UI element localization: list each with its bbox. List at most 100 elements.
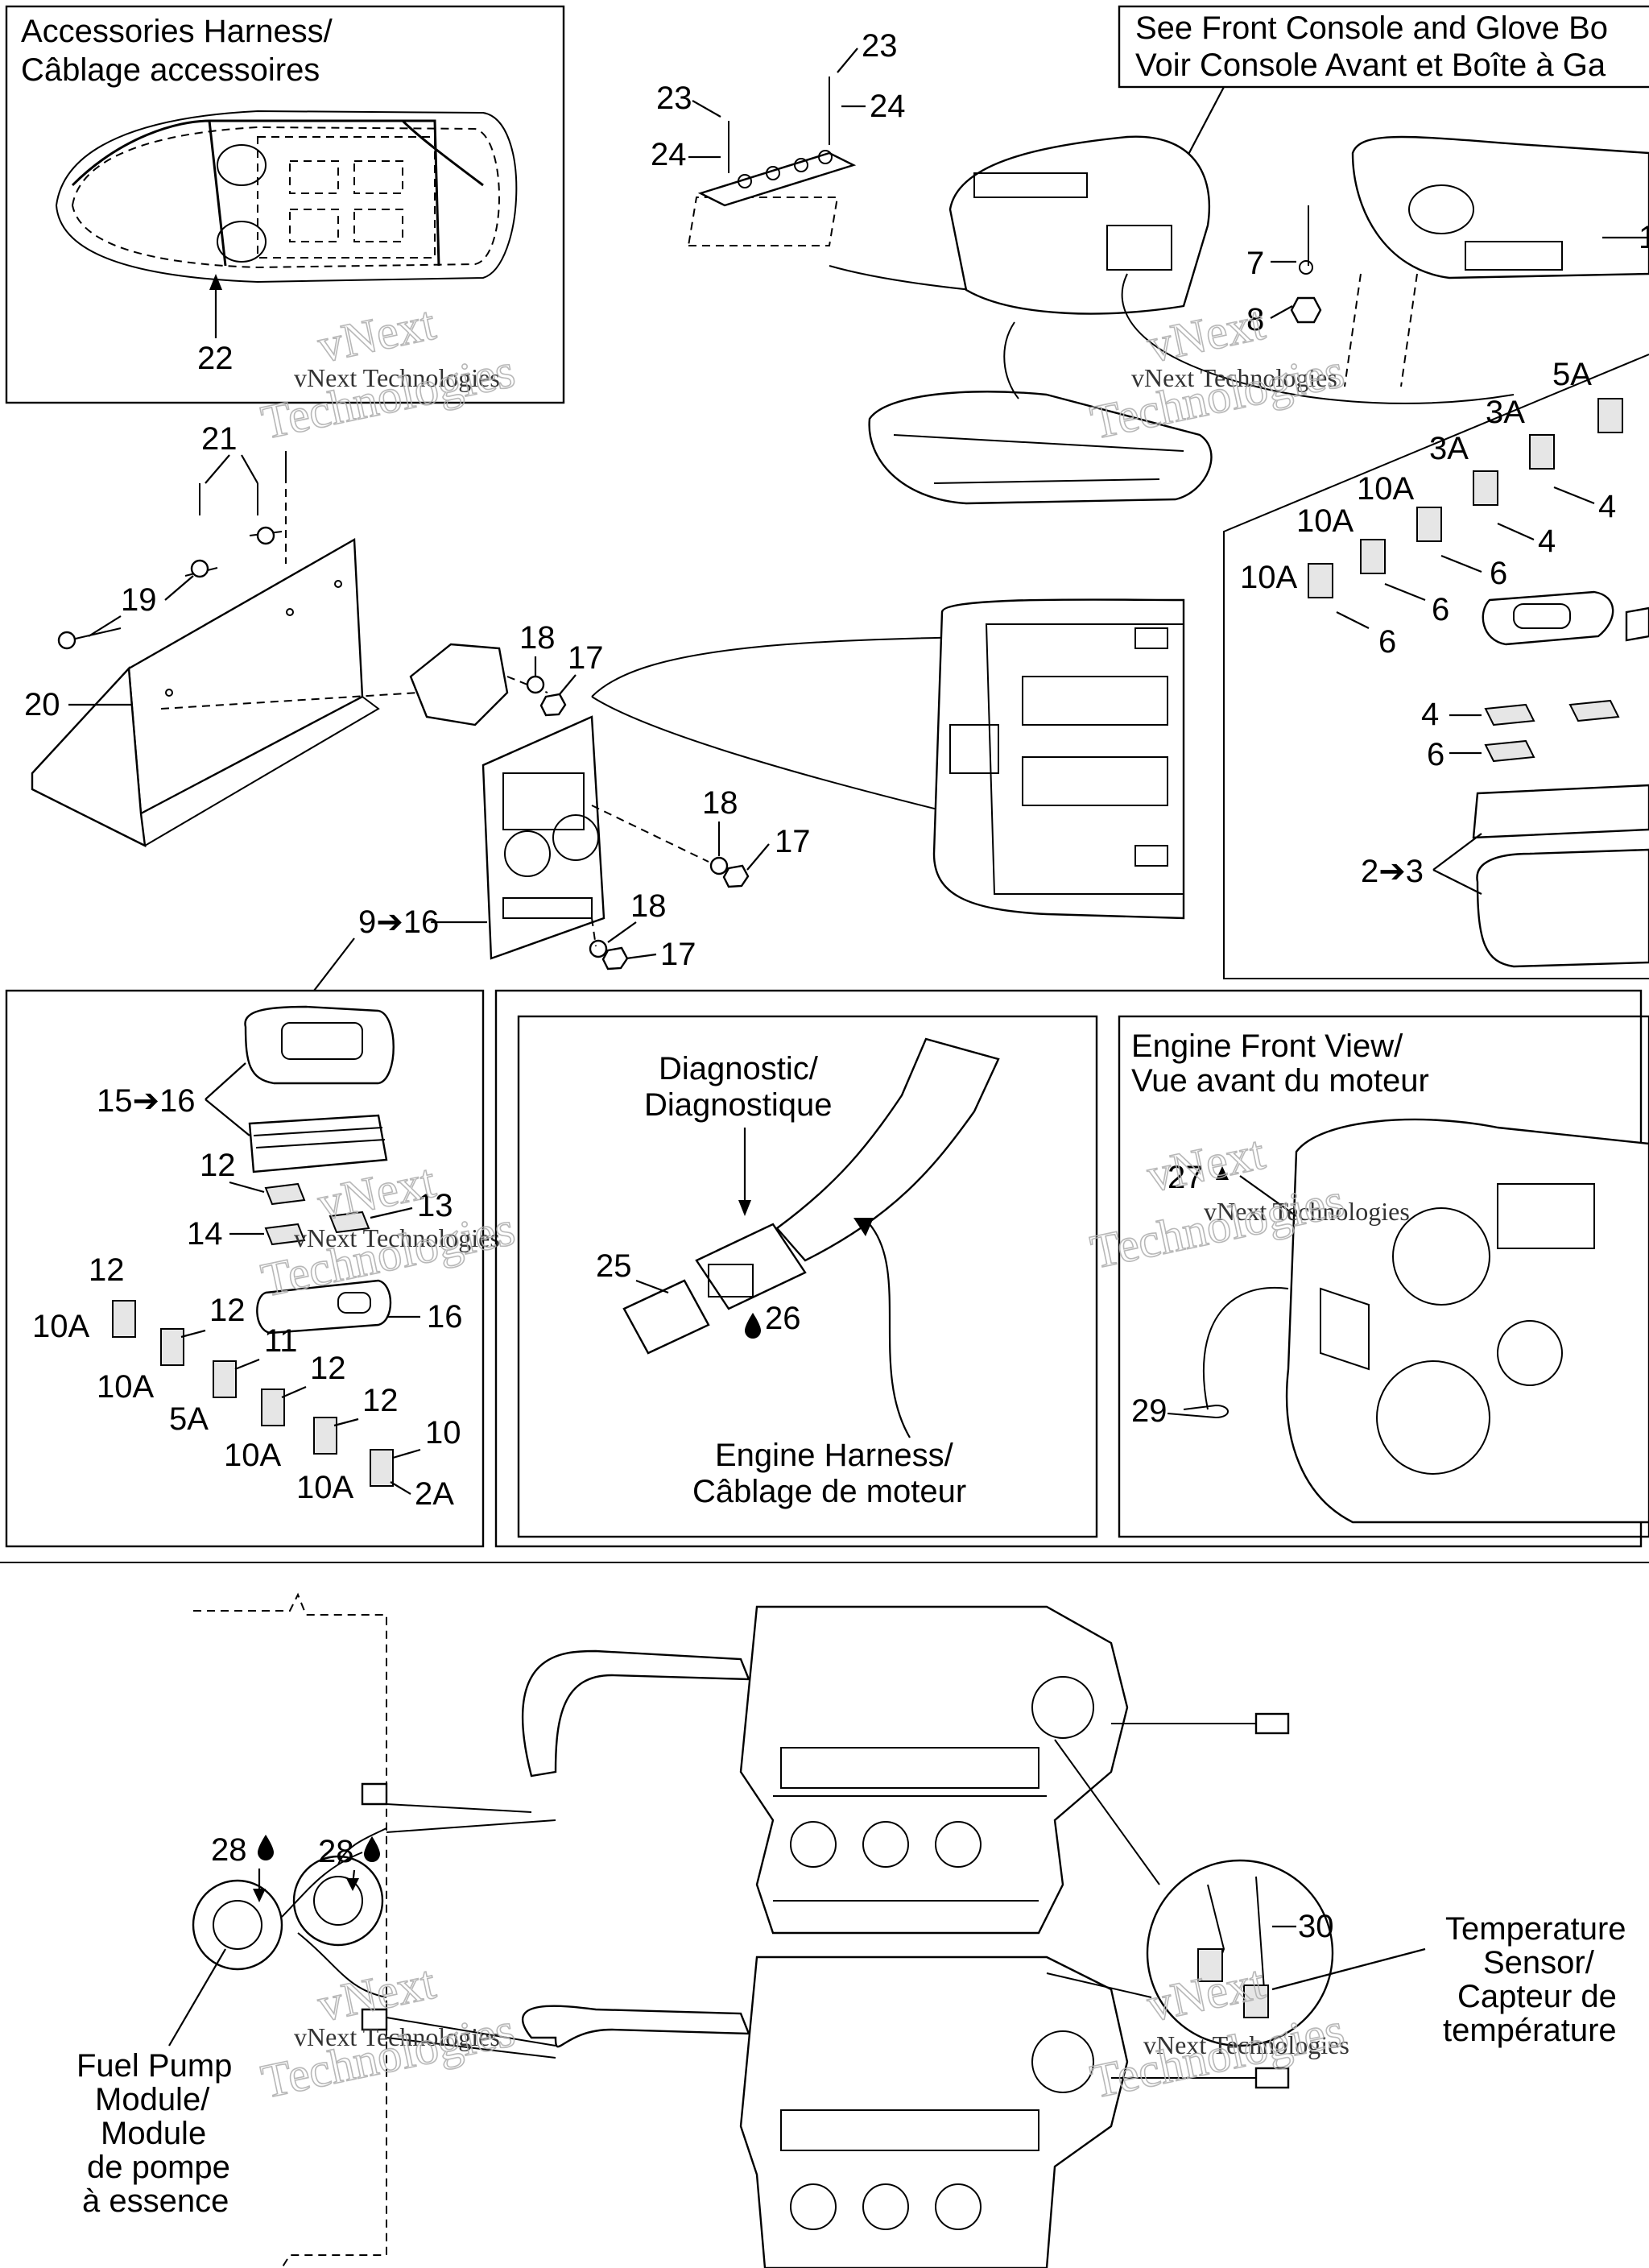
callout-24-left: 24 [651, 137, 687, 172]
drop-icon [745, 1313, 761, 1339]
callout-12-c: 12 [209, 1293, 246, 1328]
callout-12-e: 12 [362, 1383, 399, 1418]
callout-17-b: 17 [775, 824, 811, 859]
callout-7: 7 [1246, 246, 1264, 281]
accessories-title-line1: Accessories Harness/ [21, 14, 333, 49]
callout-23-top: 23 [862, 28, 898, 64]
callout-29: 29 [1131, 1393, 1168, 1429]
watermark-accessories: vNext Technologies [294, 363, 500, 392]
engine-harness-line1: Engine Harness/ [715, 1438, 954, 1473]
callout-6-c: 6 [1378, 624, 1396, 660]
accessories-title-line2: Câblage accessoires [21, 52, 320, 88]
callout-12-b: 12 [89, 1252, 125, 1288]
callout-18-a: 18 [519, 620, 556, 656]
callout-19: 19 [121, 582, 157, 618]
fuse-holder-bracket: 21 19 20 9➔16 18 17 1 [24, 363, 1185, 972]
callout-12-d: 12 [310, 1351, 346, 1386]
watermark-engine-front: vNext Technologies [1204, 1197, 1410, 1226]
callout-17-a: 17 [568, 640, 604, 676]
callout-30: 30 [1298, 1909, 1334, 1944]
callout-1: 1 [1639, 220, 1649, 255]
watermark-vnext-5: vNext [313, 1956, 440, 2032]
engine-harness-line2: Câblage de moteur [692, 1474, 966, 1509]
diagnostic-label-line1: Diagnostic/ [659, 1051, 819, 1086]
callout-12-a: 12 [200, 1148, 236, 1183]
callout-11: 11 [264, 1323, 298, 1359]
watermark-tech-1: Technologies [257, 344, 519, 449]
diagnostic-panel: Diagnostic/ Diagnostique 25 26 Engine Ha… [494, 989, 1643, 1548]
callout-5a-b: 5A [169, 1401, 209, 1437]
drop-icon [364, 1836, 380, 1862]
accessories-harness-panel: Accessories Harness/ Câblage accessoires… [5, 5, 565, 404]
temp-sensor-line3: Capteur de [1457, 1979, 1617, 2014]
watermark-fuse: vNext Technologies [294, 1223, 500, 1252]
callout-10: 10 [425, 1415, 461, 1451]
console-ref-line1: See Front Console and Glove Bo [1135, 10, 1608, 46]
callout-4-b: 4 [1538, 524, 1556, 559]
callout-9to16: 9➔16 [358, 904, 439, 940]
callout-28-b: 28 [318, 1834, 354, 1869]
callout-23-left: 23 [656, 81, 692, 116]
temp-sensor-line2: Sensor/ [1483, 1945, 1595, 1980]
fuel-pump-line4: de pompe [87, 2150, 230, 2185]
callout-4-a: 4 [1598, 489, 1616, 524]
callout-14: 14 [187, 1216, 223, 1252]
callout-2to3: 2➔3 [1361, 854, 1424, 889]
arrow-up-icon [1216, 1166, 1229, 1180]
fuel-pump-line5: à essence [82, 2183, 229, 2219]
engine-harness-bottom: 28 28 Fuel Pump Module/ Module de pompe … [0, 1562, 1649, 2268]
callout-10a-b: 10A [97, 1369, 154, 1405]
callout-6-d: 6 [1427, 737, 1444, 772]
callout-5a: 5A [1552, 357, 1592, 392]
callout-21: 21 [201, 421, 238, 457]
fuse-holder-detail-panel: 15➔16 12 13 14 16 12 10A 12 10A 11 5A [5, 937, 500, 1548]
engine-front-title-line1: Engine Front View/ [1131, 1028, 1403, 1064]
callout-3a-1: 3A [1486, 395, 1525, 430]
callout-6-b: 6 [1432, 592, 1449, 627]
callout-24-top: 24 [870, 89, 906, 124]
watermark-vnext-1: vNext [313, 296, 440, 373]
fuel-pump-line1: Fuel Pump [76, 2048, 232, 2084]
callout-15to16: 15➔16 [97, 1083, 196, 1119]
callout-6-a: 6 [1490, 556, 1507, 591]
callout-10a-a: 10A [32, 1309, 89, 1344]
callout-20: 20 [24, 687, 60, 722]
diagnostic-label-line2: Diagnostique [644, 1087, 833, 1123]
callout-8: 8 [1246, 302, 1264, 337]
callout-2a: 2A [415, 1476, 454, 1512]
drop-icon [258, 1835, 274, 1860]
fuel-pump-line2: Module/ [95, 2082, 210, 2117]
callout-3a-2: 3A [1429, 431, 1469, 466]
watermark-vnext-4: vNext [1143, 1126, 1269, 1202]
callout-25: 25 [596, 1248, 632, 1284]
terminal-strip-group: 23 24 23 24 [651, 28, 1015, 295]
callout-28-a: 28 [211, 1832, 247, 1868]
callout-22: 22 [197, 341, 234, 376]
callout-10a-2: 10A [1296, 503, 1354, 539]
fuse-box-panel: 5A 3A 3A 10A 10A 10A 4 4 6 6 6 4 [1223, 354, 1649, 979]
callout-18-c: 18 [630, 888, 667, 924]
callout-4-c: 4 [1421, 697, 1439, 732]
callout-10a-1: 10A [1357, 471, 1414, 507]
callout-10a-d: 10A [296, 1470, 353, 1505]
temp-sensor-line1: Temperature [1445, 1911, 1626, 1947]
console-ref-line2: Voir Console Avant et Boîte à Ga [1135, 48, 1606, 83]
callout-27: 27 [1168, 1160, 1204, 1195]
front-console-reference: See Front Console and Glove Bo Voir Cons… [868, 5, 1649, 505]
watermark-fuel: vNext Technologies [294, 2022, 500, 2051]
watermark-temp: vNext Technologies [1143, 2030, 1349, 2059]
callout-18-b: 18 [702, 785, 738, 821]
fuel-pump-line3: Module [101, 2116, 206, 2151]
callout-13: 13 [417, 1188, 453, 1223]
watermark-console: vNext Technologies [1131, 363, 1337, 392]
callout-10a-c: 10A [224, 1438, 281, 1473]
engine-front-title-line2: Vue avant du moteur [1131, 1063, 1429, 1099]
watermark-tech-2: Technologies [1086, 344, 1349, 449]
callout-26: 26 [765, 1301, 801, 1336]
callout-17-c: 17 [660, 937, 696, 972]
engine-front-view-panel: Engine Front View/ Vue avant du moteur 2… [1118, 1015, 1649, 1538]
temp-sensor-line4: température [1443, 2013, 1617, 2048]
callout-10a-3: 10A [1240, 560, 1297, 595]
watermark-tech-5: Technologies [257, 2003, 519, 2109]
